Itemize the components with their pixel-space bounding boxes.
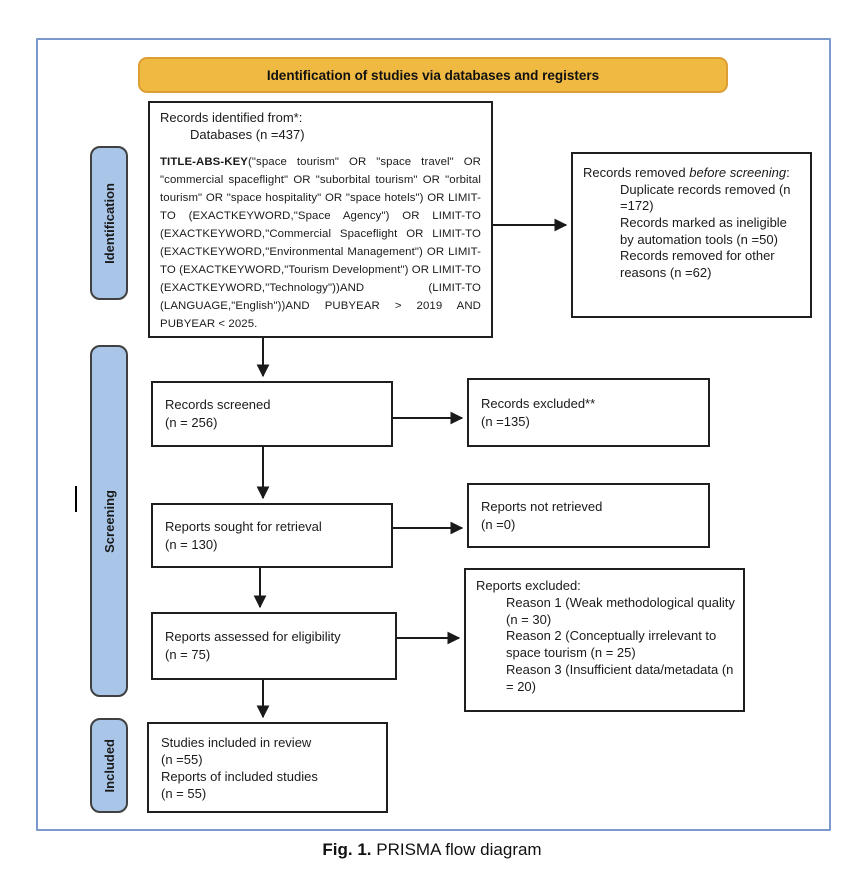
banner-identification-of-studies: Identification of studies via databases … bbox=[138, 57, 728, 93]
search-query-keyword: TITLE-ABS-KEY bbox=[160, 155, 248, 168]
records-excluded-label: Records excluded** bbox=[481, 395, 596, 411]
box-studies-included: Studies included in review (n =55) Repor… bbox=[147, 722, 388, 813]
box-reports-excluded-reasons: Reports excluded: Reason 1 (Weak methodo… bbox=[464, 568, 745, 712]
box-records-screened: Records screened (n = 256) bbox=[151, 381, 393, 447]
stage-label-screening: Screening bbox=[90, 345, 128, 697]
exclusion-reason-1: Reason 1 (Weak methodological quality (n… bbox=[506, 594, 735, 627]
studies-included-label: Studies included in review bbox=[161, 735, 312, 750]
stage-label-identification-text: Identification bbox=[101, 182, 117, 264]
exclusion-reason-3: Reason 3 (Insufficient data/metadata (n … bbox=[506, 661, 734, 694]
stage-label-identification: Identification bbox=[90, 146, 128, 300]
reports-not-retrieved-label: Reports not retrieved bbox=[481, 498, 603, 514]
banner-label: Identification of studies via databases … bbox=[266, 67, 600, 83]
figure-caption-text: PRISMA flow diagram bbox=[371, 840, 542, 859]
box-reports-sought: Reports sought for retrieval (n = 130) bbox=[151, 503, 393, 568]
removed-item-other: Records removed for other reasons (n =62… bbox=[620, 248, 775, 280]
search-query-body: ("space tourism" OR "space travel" OR "c… bbox=[160, 155, 481, 330]
search-query-text: TITLE-ABS-KEY("space tourism" OR "space … bbox=[160, 153, 481, 333]
exclusion-reason-2: Reason 2 (Conceptually irrelevant to spa… bbox=[506, 628, 717, 661]
diagram-outer-frame bbox=[36, 38, 831, 831]
reports-sought-count: (n = 130) bbox=[165, 536, 218, 552]
cursor-tick-mark bbox=[75, 486, 77, 512]
reports-sought-label: Reports sought for retrieval bbox=[165, 518, 322, 534]
studies-included-count: (n =55) bbox=[161, 752, 203, 768]
box-reports-assessed: Reports assessed for eligibility (n = 75… bbox=[151, 612, 397, 680]
stage-label-screening-text: Screening bbox=[101, 489, 117, 553]
records-removed-title: Records removed before screening: bbox=[583, 165, 790, 180]
records-screened-label: Records screened bbox=[165, 397, 271, 413]
stage-label-included-text: Included bbox=[101, 738, 117, 793]
records-identified-databases: Databases (n =437) bbox=[190, 126, 305, 142]
reports-included-label: Reports of included studies bbox=[161, 769, 318, 785]
records-excluded-count: (n =135) bbox=[481, 413, 530, 429]
reports-assessed-label: Reports assessed for eligibility bbox=[165, 629, 341, 645]
box-records-removed: Records removed before screening: Duplic… bbox=[571, 152, 812, 318]
records-identified-line1: Records identified from*: bbox=[160, 110, 303, 125]
records-screened-count: (n = 256) bbox=[165, 415, 218, 430]
reports-not-retrieved-count: (n =0) bbox=[481, 516, 516, 532]
stage-label-included: Included bbox=[90, 718, 128, 813]
reports-included-count: (n = 55) bbox=[161, 786, 207, 802]
figure-caption-number: Fig. 1. bbox=[322, 840, 372, 859]
figure-caption: Fig. 1. PRISMA flow diagram bbox=[0, 840, 864, 860]
reports-assessed-count: (n = 75) bbox=[165, 647, 211, 662]
removed-item-automation: Records marked as ineligible by automati… bbox=[620, 214, 787, 247]
box-records-excluded: Records excluded** (n =135) bbox=[467, 378, 710, 447]
reports-excluded-title: Reports excluded: bbox=[476, 578, 581, 593]
box-reports-not-retrieved: Reports not retrieved (n =0) bbox=[467, 483, 710, 548]
removed-item-duplicates: Duplicate records removed (n =172) bbox=[620, 181, 791, 214]
box-records-identified: Records identified from*: Databases (n =… bbox=[148, 101, 493, 338]
